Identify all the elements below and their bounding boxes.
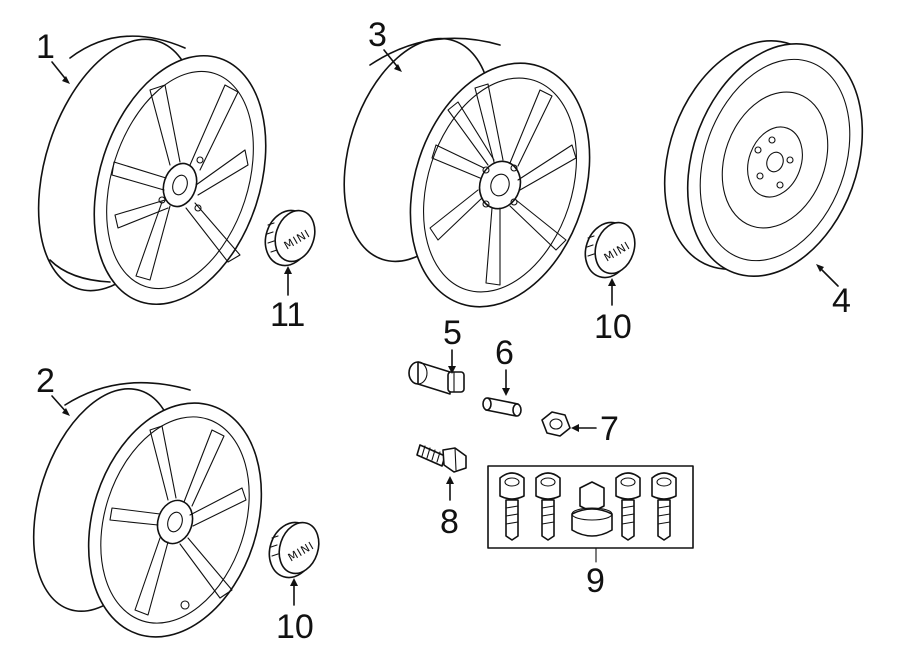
callout-11: 11 bbox=[270, 266, 305, 334]
callout-3: 3 bbox=[368, 16, 402, 72]
valve-stem-5[interactable] bbox=[408, 361, 465, 395]
callout-10-bottom: 10 bbox=[276, 578, 314, 646]
svg-text:1: 1 bbox=[36, 28, 55, 66]
callout-5: 5 bbox=[443, 314, 462, 374]
callout-6: 6 bbox=[495, 334, 514, 396]
callout-2: 2 bbox=[36, 362, 70, 416]
locking-bolt-set-9[interactable] bbox=[487, 465, 694, 549]
callout-1: 1 bbox=[36, 28, 70, 84]
bolt-8[interactable] bbox=[416, 444, 467, 473]
center-cap-10-top[interactable]: MINI bbox=[578, 217, 641, 284]
callout-9: 9 bbox=[586, 547, 605, 600]
callout-8: 8 bbox=[440, 476, 459, 541]
callout-7: 7 bbox=[571, 410, 619, 448]
nut-7[interactable] bbox=[541, 411, 571, 437]
svg-text:10: 10 bbox=[276, 608, 314, 646]
callout-4: 4 bbox=[816, 264, 851, 320]
center-cap-11[interactable]: MINI bbox=[258, 205, 321, 272]
wheel-1[interactable] bbox=[9, 19, 295, 326]
center-cap-10-bottom[interactable]: MINI bbox=[262, 517, 325, 584]
spare-wheel-4[interactable] bbox=[634, 17, 893, 301]
svg-text:7: 7 bbox=[600, 410, 619, 448]
svg-text:11: 11 bbox=[270, 296, 305, 334]
svg-text:5: 5 bbox=[443, 314, 462, 352]
wheel-3[interactable] bbox=[318, 20, 620, 331]
callout-10-top: 10 bbox=[594, 278, 632, 346]
svg-text:6: 6 bbox=[495, 334, 514, 372]
svg-text:8: 8 bbox=[440, 503, 459, 541]
svg-text:10: 10 bbox=[594, 308, 632, 346]
svg-text:9: 9 bbox=[586, 562, 605, 600]
svg-text:2: 2 bbox=[36, 362, 55, 400]
wheel-2[interactable] bbox=[8, 371, 290, 660]
svg-text:4: 4 bbox=[832, 282, 851, 320]
pin-6[interactable] bbox=[482, 397, 522, 417]
svg-text:3: 3 bbox=[368, 16, 387, 54]
